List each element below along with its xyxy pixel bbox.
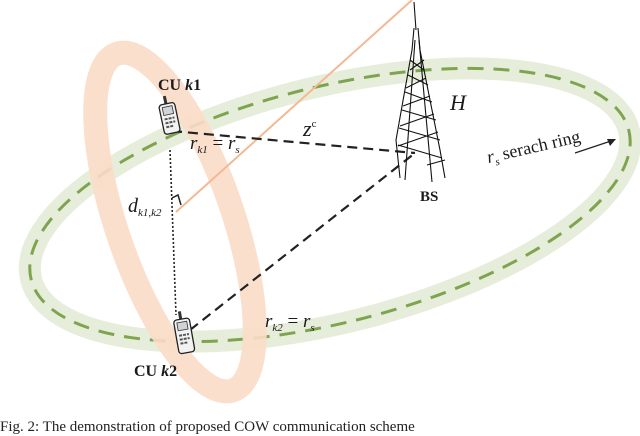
cu2-phone-icon — [173, 311, 196, 355]
cu-ring-band — [83, 40, 267, 404]
bs-label: BS — [420, 189, 439, 205]
bs-tower-icon — [395, 1, 446, 183]
link-cu1-bs — [171, 129, 416, 155]
zenith-line — [175, 0, 413, 213]
ring-arrow — [574, 139, 615, 154]
cu2-label: CU k2 — [134, 363, 178, 380]
zenith-label: zc — [303, 116, 317, 141]
r-k2-label: rk2 = rs — [265, 311, 315, 334]
height-label: H — [450, 90, 466, 115]
figure-caption: Fig. 2: The demonstration of proposed CO… — [0, 419, 415, 435]
cu1-phone-icon — [158, 95, 181, 135]
link-cu1-cu2 — [169, 149, 177, 316]
distance-label: dk1,k2 — [128, 195, 162, 219]
right-angle-mark — [171, 193, 182, 206]
cu1-label: CU k1 — [158, 77, 202, 94]
search-ring-dashed — [28, 66, 632, 344]
ring-arrow-head — [607, 139, 616, 146]
r-k1-label: rk1 = rs — [190, 133, 240, 156]
